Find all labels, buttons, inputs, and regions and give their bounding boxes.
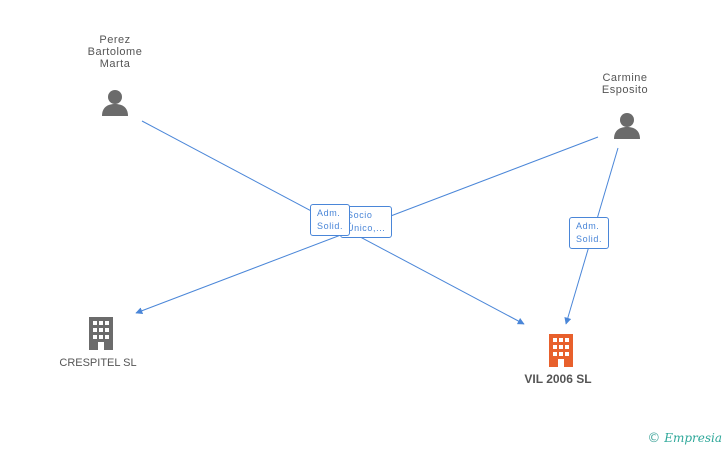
- copyright-symbol: ©: [647, 431, 661, 446]
- company-label-crespitel[interactable]: CRESPITEL SL: [59, 357, 137, 369]
- brand-logo-text: Empresia: [664, 431, 722, 445]
- company-label-vil2006[interactable]: VIL 2006 SL: [524, 372, 592, 386]
- building-icon[interactable]: [86, 316, 116, 350]
- edge-label-adm-solid-left[interactable]: Adm. Solid.: [310, 204, 351, 236]
- person-label-esposito[interactable]: Carmine Esposito: [601, 72, 649, 96]
- person-label-perez[interactable]: Perez Bartolome Marta: [87, 34, 143, 70]
- empresia-watermark: © Empresia: [647, 431, 722, 446]
- edge-label-adm-solid-right[interactable]: Adm. Solid.: [569, 217, 610, 249]
- person-icon[interactable]: [612, 111, 642, 141]
- person-icon[interactable]: [100, 88, 130, 118]
- building-icon[interactable]: [546, 333, 576, 367]
